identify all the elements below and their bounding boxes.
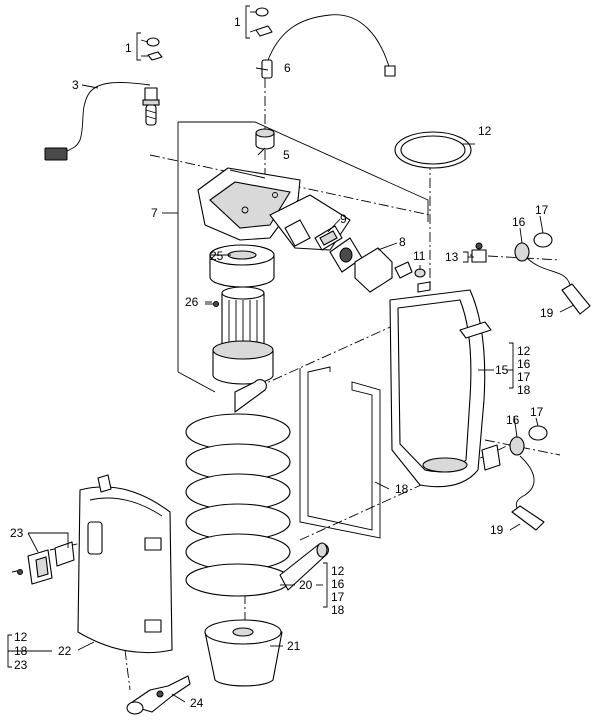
kit-20-item-3: 17: [331, 590, 345, 604]
part-9-gasket-flange: [314, 225, 363, 273]
kit-15-item-3: 17: [517, 370, 531, 384]
part-8-bracket: [354, 247, 413, 293]
part-12-o-ring: [394, 131, 472, 169]
callout-21: 21: [287, 639, 301, 653]
callout-23: 23: [10, 526, 24, 540]
part-23-cover-plate: [11, 541, 75, 585]
callout-20: 20: [299, 578, 313, 592]
part-24-bracket: [126, 675, 191, 715]
part-22-outer-shell: [77, 474, 173, 654]
kit-20-item-2: 16: [331, 577, 345, 591]
callout-12: 12: [478, 124, 492, 138]
kit-22-item-1: 12: [14, 630, 28, 644]
part-25-burner-cap: [209, 244, 275, 288]
callout-15: 15: [495, 363, 509, 377]
part-5-bushing: [255, 128, 275, 150]
callout-16-upper: 16: [512, 215, 526, 229]
callout-7: 7: [151, 206, 158, 220]
callout-11: 11: [413, 249, 426, 263]
part-20-heating-coil: [185, 379, 329, 597]
callout-3: 3: [72, 78, 79, 92]
kit-22-item-3: 23: [14, 658, 28, 672]
callout-17-lower: 17: [530, 405, 544, 419]
callout-22: 22: [58, 644, 72, 658]
kit-22-item-2: 18: [14, 644, 28, 658]
leader-lines: [7, 5, 575, 703]
callout-24: 24: [190, 696, 204, 710]
part-7-burner-tube: [212, 286, 274, 385]
kit-20-item-1: 12: [331, 564, 345, 578]
part-21-container: [204, 619, 283, 687]
callout-9: 9: [340, 212, 347, 226]
part-7-burner-head: [197, 167, 351, 251]
kit-15-item-2: 16: [517, 357, 531, 371]
part-7-frame-outline: [177, 121, 429, 393]
callout-1a: 1: [125, 41, 132, 55]
callout-19-upper: 19: [540, 306, 554, 320]
callout-19-lower: 19: [490, 523, 504, 537]
callout-16-lower: 16: [506, 413, 520, 427]
part-18-wire-frame: [299, 366, 381, 539]
callout-5: 5: [283, 148, 290, 162]
part-6-sensor-cable: [255, 7, 396, 79]
upper-seal-and-probe: [514, 232, 591, 315]
kit-20-item-4: 18: [331, 603, 345, 617]
callout-26: 26: [185, 295, 199, 309]
callout-1b: 1: [234, 15, 241, 29]
part-26-screw: [205, 301, 219, 307]
part-15-chamber: [389, 281, 501, 488]
part-13-fitting: [471, 242, 487, 263]
callout-6: 6: [284, 61, 291, 75]
callout-8: 8: [399, 235, 406, 249]
part-11-nut: [414, 268, 426, 278]
callout-25: 25: [210, 249, 224, 263]
kit-15-item-4: 18: [517, 383, 531, 397]
part-3-sensor-cable: [44, 37, 163, 161]
callout-labels: 1 1 3 6 5 7 9 8 11 12 13 16 17 19 25 26 …: [10, 15, 554, 710]
lower-seal-and-probe: [509, 425, 548, 531]
callout-17-upper: 17: [535, 203, 549, 217]
callout-13: 13: [445, 250, 459, 264]
kit-15-item-1: 12: [517, 344, 531, 358]
callout-18: 18: [395, 482, 409, 496]
